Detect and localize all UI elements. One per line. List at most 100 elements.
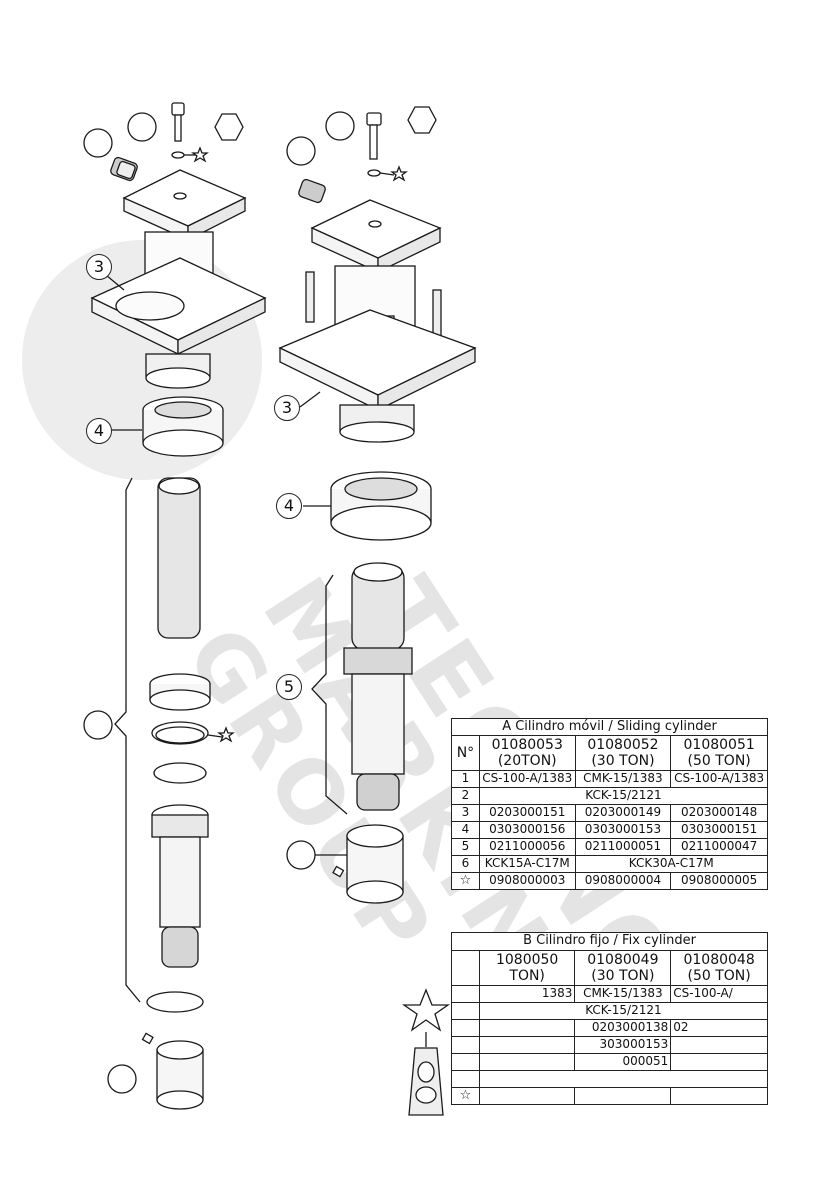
star-icon — [217, 726, 235, 743]
cell: KCK30A-C17M — [574, 855, 769, 873]
table-row: 000051 — [451, 1053, 768, 1071]
table-row: 0203000138 02 — [451, 1019, 768, 1037]
left-callout-blank-6 — [107, 1064, 137, 1094]
cell — [451, 1002, 480, 1020]
hex-key-icon — [214, 113, 244, 141]
right-callout-blank-6 — [286, 840, 316, 870]
cell: 303000153 — [574, 1036, 672, 1054]
star-icon — [390, 165, 408, 182]
star-icon — [401, 988, 451, 1032]
cell: 0203000151 — [478, 804, 576, 822]
cell — [478, 1019, 576, 1037]
table-caption: A Cilindro móvil / Sliding cylinder — [451, 718, 768, 736]
cell: 0908000005 — [670, 872, 768, 890]
right-callout-blank-2 — [325, 111, 355, 141]
cell — [451, 1053, 480, 1071]
col-header-no — [451, 950, 480, 986]
spring-piston-left — [157, 477, 201, 639]
star-icon — [191, 146, 209, 163]
cell: 1383 — [478, 985, 576, 1003]
cell: CS-100-A/1383 — [478, 770, 576, 788]
col-header-30ton: 01080049 (30 TON) — [574, 950, 672, 986]
cell — [451, 1036, 480, 1054]
callout-right-4: 4 — [276, 493, 302, 519]
cell: 0211000056 — [478, 838, 576, 856]
left-callout-blank-2 — [127, 112, 157, 142]
cell: 02 — [670, 1019, 768, 1037]
cell: 000051 — [574, 1053, 672, 1071]
table-row: ☆ 0908000003 0908000004 0908000005 — [451, 872, 768, 890]
cell: 0203000138 — [574, 1019, 672, 1037]
cell: 2 — [451, 787, 480, 805]
table-row: 3 0203000151 0203000149 0203000148 — [451, 804, 768, 822]
table-row: 303000153 — [451, 1036, 768, 1054]
cell: 3 — [451, 804, 480, 822]
table-sliding-cylinder: A Cilindro móvil / Sliding cylinder N° 0… — [451, 718, 769, 890]
table-row: 5 0211000056 0211000051 0211000047 — [451, 838, 768, 856]
cell — [478, 1053, 576, 1071]
cell — [670, 1053, 768, 1071]
callout-right-5: 5 — [276, 674, 302, 700]
cell: CMK-15/1383 — [574, 770, 672, 788]
table-row: 1383 CMK-15/1383 CS-100-A/ — [451, 985, 768, 1003]
cell: 5 — [451, 838, 480, 856]
table-row: 6 KCK15A-C17M KCK30A-C17M — [451, 855, 769, 873]
cell: 0211000047 — [670, 838, 768, 856]
cell: 0908000003 — [478, 872, 576, 890]
fitting-right — [298, 178, 326, 204]
bracket-part — [408, 1047, 444, 1116]
col-header-no: N° — [451, 735, 480, 771]
col-header-50ton: 01080048 (50 TON) — [670, 950, 768, 986]
left-callout-blank-1 — [83, 128, 113, 158]
fitting-left — [110, 156, 138, 182]
col-header-30ton: 01080052 (30 TON) — [574, 735, 672, 771]
cell: KCK-15/2121 — [478, 1002, 769, 1020]
cell: 6 — [451, 855, 480, 873]
table-row: 1 CS-100-A/1383 CMK-15/1383 CS-100-A/138… — [451, 770, 768, 788]
hex-key-icon — [407, 106, 437, 134]
col-header-20ton: 01080053 (20TON) — [478, 735, 576, 771]
cell: KCK15A-C17M — [478, 855, 576, 873]
star-icon: ☆ — [451, 872, 480, 890]
cell: 0211000051 — [574, 838, 672, 856]
table-row: KCK-15/2121 — [451, 1002, 769, 1020]
cell: CS-100-A/ — [670, 985, 768, 1003]
callout-left-3: 3 — [86, 254, 112, 280]
table-row: 4 0303000156 0303000153 0303000151 — [451, 821, 768, 839]
cell: 4 — [451, 821, 480, 839]
col-header-50ton: 01080051 (50 TON) — [670, 735, 768, 771]
table-row — [451, 1070, 769, 1088]
cell — [478, 1070, 769, 1088]
table-row: 2 KCK-15/2121 — [451, 787, 769, 805]
piston-right — [343, 562, 413, 811]
cell — [670, 1087, 768, 1105]
left-callout-blank-5 — [83, 710, 113, 740]
table-fix-cylinder: B Cilindro fijo / Fix cylinder 1080050 T… — [451, 932, 769, 1105]
cell: 0303000156 — [478, 821, 576, 839]
cell: CMK-15/1383 — [574, 985, 672, 1003]
cell: 0203000148 — [670, 804, 768, 822]
cell — [451, 985, 480, 1003]
callout-right-3: 3 — [274, 395, 300, 421]
cell: CS-100-A/1383 — [670, 770, 768, 788]
cell — [478, 1036, 576, 1054]
cell: KCK-15/2121 — [478, 787, 769, 805]
star-icon: ☆ — [451, 1087, 480, 1105]
cell — [451, 1019, 480, 1037]
callout-left-4: 4 — [86, 418, 112, 444]
piston-left — [151, 804, 209, 968]
cell: 1 — [451, 770, 480, 788]
col-header-20ton: 1080050 TON) — [478, 950, 576, 986]
cell: 0203000149 — [574, 804, 672, 822]
cell — [451, 1070, 480, 1088]
cell — [670, 1036, 768, 1054]
right-callout-blank-1 — [286, 136, 316, 166]
cell: 0303000151 — [670, 821, 768, 839]
cell: 0908000004 — [574, 872, 672, 890]
cell — [574, 1087, 672, 1105]
table-row: ☆ — [451, 1087, 768, 1105]
cell: 0303000153 — [574, 821, 672, 839]
cell — [478, 1087, 576, 1105]
table-caption: B Cilindro fijo / Fix cylinder — [451, 932, 768, 951]
